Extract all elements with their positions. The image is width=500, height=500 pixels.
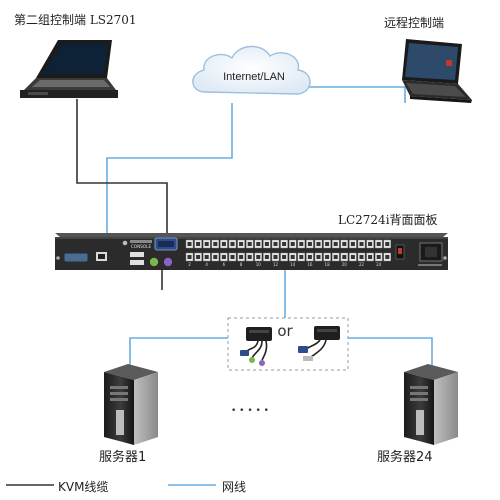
port-number-label: 22: [359, 262, 365, 267]
rj45-port-socket: [239, 255, 244, 259]
port-number-label: 4: [205, 262, 208, 267]
lcd-console-icon: [20, 40, 118, 98]
or-label: or: [277, 322, 293, 340]
port-number-label: 24: [376, 262, 382, 267]
rj45-port-socket: [256, 255, 261, 259]
rj45-port-socket: [282, 242, 287, 246]
rj45-port-socket: [273, 255, 278, 259]
port-number-label: 14: [290, 262, 296, 267]
rj45-port-socket: [350, 255, 355, 259]
rj45-port-socket: [316, 242, 321, 246]
rj45-port-socket: [273, 242, 278, 246]
rj45-port-socket: [264, 242, 269, 246]
adapter-group-box: [227, 317, 349, 371]
rj45-port-socket: [385, 255, 390, 259]
rj45-port-socket: [239, 242, 244, 246]
port-number-label: 16: [307, 262, 313, 267]
cloud-label: Internet/LAN: [223, 71, 285, 83]
network-cables: [106, 86, 433, 368]
rj45-port-socket: [230, 255, 235, 259]
kvm-adapter-icon: [298, 326, 340, 361]
rj45-port-socket: [368, 242, 373, 246]
rj45-port-socket: [204, 255, 209, 259]
rj45-port-socket: [290, 242, 295, 246]
rj45-port-socket: [350, 242, 355, 246]
rj45-port-socket: [187, 242, 192, 246]
rj45-port-socket: [264, 255, 269, 259]
kvm-switch-icon: CONSOLE: [55, 233, 448, 270]
port-number-label: 12: [273, 262, 279, 267]
port-number-label: 2: [188, 262, 191, 267]
rj45-port-socket: [187, 255, 192, 259]
console2-label: 第二组控制端 LS2701: [14, 13, 137, 27]
rj45-port-socket: [213, 242, 218, 246]
rj45-port-socket: [359, 242, 364, 246]
rj45-port-socket: [376, 255, 381, 259]
port-number-label: 20: [342, 262, 348, 267]
rear-panel-label: LC2724i背面面板: [338, 213, 438, 227]
rj45-port-socket: [325, 255, 330, 259]
rj45-port-socket: [342, 255, 347, 259]
rj45-port-socket: [196, 255, 201, 259]
rj45-port-socket: [299, 255, 304, 259]
rj45-port-socket: [307, 242, 312, 246]
rj45-port-socket: [290, 255, 295, 259]
kvm-cable-console: [76, 99, 168, 236]
rj45-port-socket: [307, 255, 312, 259]
remote-console-label: 远程控制端: [384, 16, 445, 30]
console-port-label: CONSOLE: [131, 244, 152, 249]
rj45-port-socket: [221, 242, 226, 246]
rj45-port-socket: [221, 255, 226, 259]
port-number-label: 18: [325, 262, 331, 267]
legend-net-label: 网线: [222, 480, 247, 494]
rj45-port-socket: [204, 242, 209, 246]
rj45-port-socket: [230, 242, 235, 246]
rj45-port-socket: [325, 242, 330, 246]
rj45-port-socket: [333, 255, 338, 259]
rj45-port-socket: [247, 255, 252, 259]
net-cable-adapters-to-server24: [348, 337, 433, 368]
cloud-icon: Internet/LAN: [192, 45, 311, 95]
net-cable-adapters-to-server1: [129, 337, 228, 368]
rj45-port-socket: [196, 242, 201, 246]
rj45-port-socket: [342, 242, 347, 246]
rj45-port-socket: [316, 255, 321, 259]
rj45-port-socket: [376, 242, 381, 246]
server-tower-icon: [104, 364, 158, 445]
port-number-label: 8: [240, 262, 243, 267]
rj45-port-socket: [247, 242, 252, 246]
kvm-cables: [76, 99, 168, 290]
kvm-adapter-icon: [240, 327, 272, 366]
rj45-port-socket: [299, 242, 304, 246]
server24-label: 服务器24: [377, 450, 433, 465]
rj45-port-socket: [333, 242, 338, 246]
rj45-port-socket: [256, 242, 261, 246]
server-tower-icon: [404, 364, 458, 445]
port-number-label: 6: [223, 262, 226, 267]
rj45-port-socket: [385, 242, 390, 246]
server1-label: 服务器1: [99, 450, 147, 465]
laptop-icon: [402, 39, 472, 103]
net-cable-cloud-to-remote: [303, 86, 406, 103]
rj45-port-socket: [368, 255, 373, 259]
legend-kvm-label: KVM线缆: [58, 480, 109, 494]
rj45-port-socket: [359, 255, 364, 259]
rj45-port-grid: [185, 239, 391, 262]
rj45-port-socket: [213, 255, 218, 259]
net-cable-console-to-switch: [106, 103, 233, 236]
rj45-port-socket: [282, 255, 287, 259]
servers-ellipsis: • • • • •: [231, 406, 269, 416]
port-number-label: 10: [256, 262, 262, 267]
